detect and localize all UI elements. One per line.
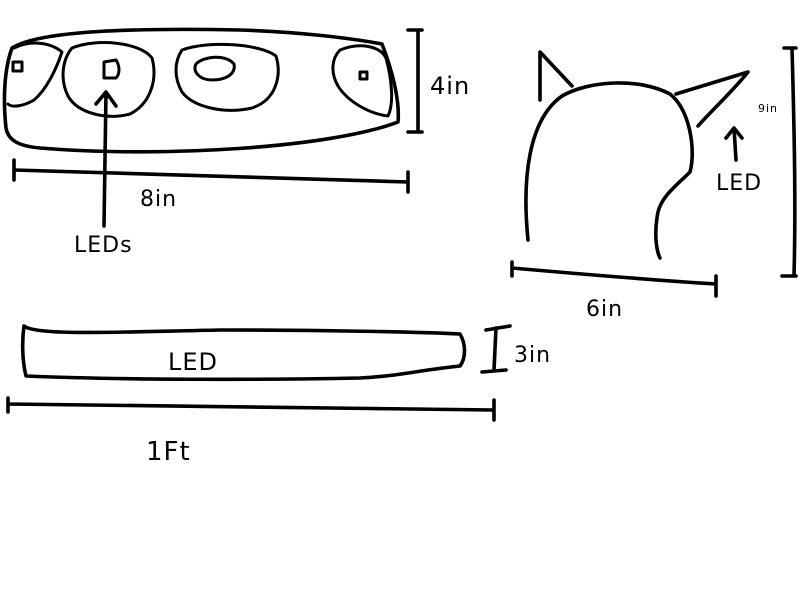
led-pod-1 xyxy=(8,43,62,106)
width-dimension-line xyxy=(8,398,494,420)
height-bracket xyxy=(782,48,796,276)
callout-label: LED xyxy=(716,171,762,196)
width-dimension-line xyxy=(14,160,408,192)
led-dot-2 xyxy=(104,60,119,78)
height-label: 3in xyxy=(514,343,551,368)
width-label: 8in xyxy=(140,187,177,212)
headband-outline xyxy=(526,83,692,258)
callout-arrow xyxy=(96,92,116,226)
center-label: LED xyxy=(168,348,218,376)
led-dot-4 xyxy=(360,72,367,79)
width-label: 6in xyxy=(586,297,623,322)
strip-outline xyxy=(23,326,465,379)
height-bracket xyxy=(482,326,510,372)
width-label: 1Ft xyxy=(146,437,191,467)
height-label: 4in xyxy=(430,72,470,100)
height-bracket xyxy=(408,30,422,132)
strip-outline xyxy=(4,29,398,151)
cat-ears-sketch: LED 9in 6in xyxy=(512,48,796,322)
led-dot-1 xyxy=(13,62,22,71)
width-dimension-line xyxy=(512,262,716,296)
height-label: 9in xyxy=(758,102,778,115)
long-strip-sketch: LED 3in 1Ft xyxy=(8,326,551,467)
led-pod-4 xyxy=(333,46,392,116)
callout-arrow xyxy=(726,128,742,160)
led-strip-sketch: 4in 8in LEDs xyxy=(4,29,470,258)
callout-label: LEDs xyxy=(74,233,133,258)
led-dot-3 xyxy=(195,57,234,80)
